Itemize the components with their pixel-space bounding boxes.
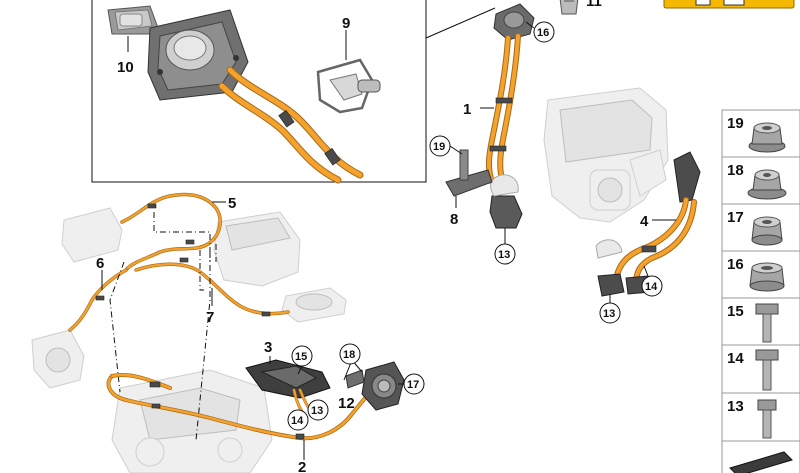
- callout-10: 10: [117, 59, 134, 76]
- circled-callouts: 16 19 13 14 13 15 18 17 14 13: [287, 21, 663, 431]
- callout-4: 4: [640, 213, 649, 230]
- circled-14b: 14: [291, 415, 304, 427]
- callout-8: 8: [450, 211, 458, 228]
- callout-12: 12: [338, 395, 355, 412]
- cable-4-assembly: [595, 151, 701, 297]
- callout-3: 3: [264, 339, 272, 356]
- circled-13a: 13: [498, 249, 510, 261]
- circled-17: 17: [407, 379, 419, 391]
- part-8-bracket: [445, 149, 493, 197]
- circled-13b: 13: [603, 308, 615, 320]
- reference-lines: [109, 212, 217, 441]
- inset-cables: [218, 66, 364, 184]
- part-16-nut-icon: [749, 262, 785, 292]
- part-10-connector: [107, 5, 159, 35]
- parts-label-15: 15: [727, 303, 744, 320]
- callout-11: 11: [586, 0, 602, 10]
- part-17-nut-icon: [751, 216, 783, 246]
- circled-15: 15: [295, 351, 307, 363]
- cable-1-assembly: [485, 3, 535, 229]
- callout-6: 6: [96, 255, 104, 272]
- circled-18: 18: [343, 349, 355, 361]
- socket-flange: [147, 9, 249, 101]
- callout-9: 9: [342, 15, 350, 32]
- part-13-bolt-icon: [757, 399, 777, 439]
- part-18-nut-icon: [747, 169, 787, 200]
- part-15-bolt-icon: [755, 303, 779, 343]
- parts-column: 19 18 17 16 15 14 13: [721, 109, 800, 473]
- circled-14a: 14: [645, 281, 658, 293]
- parts-label-19: 19: [727, 115, 744, 132]
- detail-inset: 9 10: [91, 0, 496, 184]
- part-14-bolt-icon: [755, 349, 779, 391]
- edrive-unit-ghost: [543, 87, 669, 223]
- part-9-bracket: [316, 58, 381, 114]
- parts-label-13: 13: [727, 398, 744, 415]
- circled-13c: 13: [311, 405, 323, 417]
- circled-19: 19: [433, 141, 445, 153]
- part-11-screw: [559, 0, 579, 15]
- callout-7: 7: [206, 309, 214, 326]
- cable-5-6-7: [68, 192, 290, 332]
- callout-2: 2: [298, 459, 306, 473]
- info-badge: [663, 0, 795, 9]
- cable-2-assembly: [106, 373, 374, 441]
- parts-label-17: 17: [727, 209, 744, 226]
- strip-icon: [729, 451, 793, 473]
- circled-16: 16: [537, 27, 549, 39]
- part-19-nut-icon: [748, 122, 786, 153]
- parts-label-18: 18: [727, 162, 744, 179]
- callout-1: 1: [463, 101, 471, 118]
- parts-label-16: 16: [727, 256, 744, 273]
- parts-label-14: 14: [727, 350, 744, 367]
- callout-5: 5: [228, 195, 236, 212]
- part-12-pump: [345, 361, 405, 411]
- left-ghost-components: [31, 207, 347, 473]
